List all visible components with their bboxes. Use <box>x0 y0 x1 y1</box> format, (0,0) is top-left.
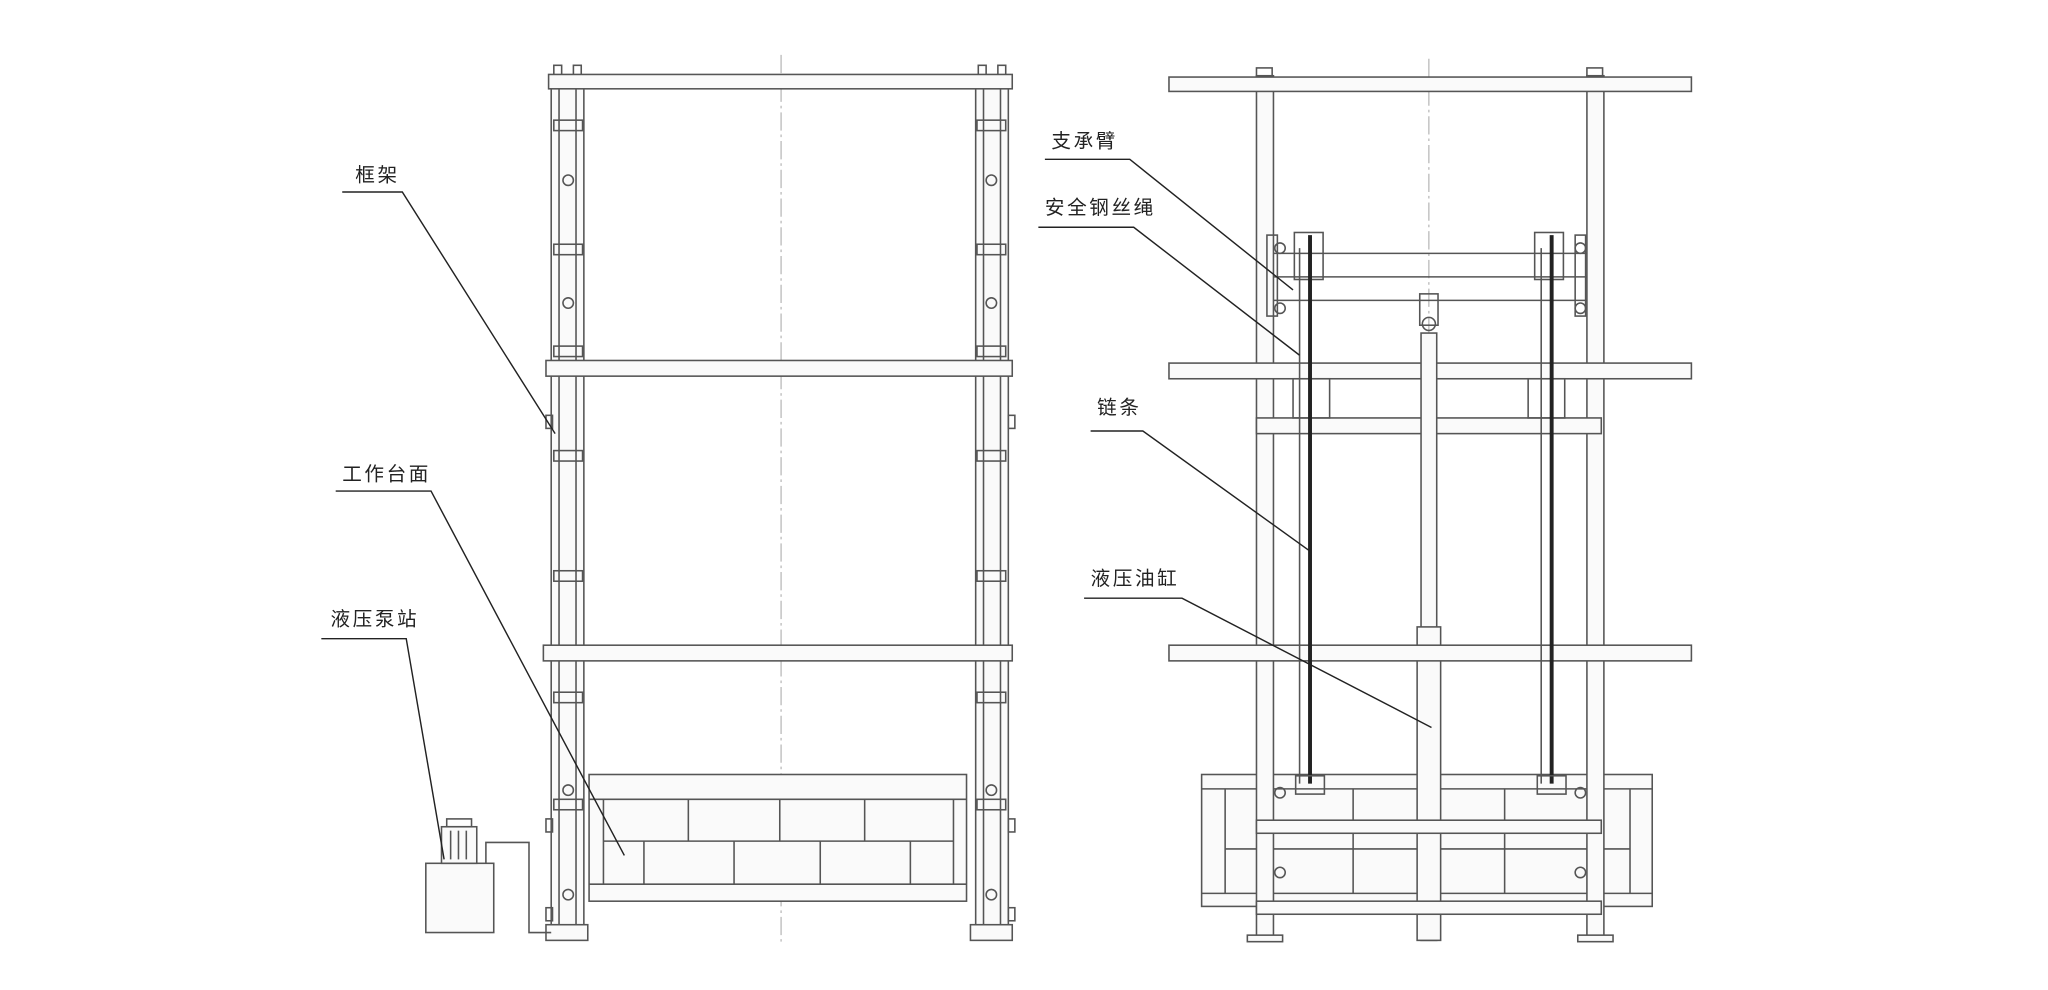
post <box>1255 74 1275 939</box>
right-view: 支承臂 安全钢丝绳 链条 液压油缸 <box>1038 58 1693 943</box>
label-hydraulic-pump-station: 液压泵站 <box>330 608 419 631</box>
leader-line <box>1084 597 1432 729</box>
post <box>1586 74 1605 939</box>
right-post <box>969 64 1016 942</box>
hydraulic-pump-station <box>425 818 552 934</box>
label-frame: 框架 <box>355 164 399 187</box>
top-beam <box>547 73 1014 90</box>
crossbar <box>542 644 1014 662</box>
label-safety-wire-rope: 安全钢丝绳 <box>1045 196 1156 219</box>
label-hydraulic-cylinder: 液压油缸 <box>1091 567 1180 590</box>
label-chain: 链条 <box>1097 396 1141 419</box>
leader-line <box>1044 158 1294 291</box>
crossbar <box>1168 644 1693 662</box>
left-view: 框架 工作台面 液压泵站 <box>321 54 1016 943</box>
work-platform <box>588 773 968 902</box>
chain <box>1308 235 1554 784</box>
label-support-arm: 支承臂 <box>1051 130 1118 153</box>
leader-line <box>1038 226 1301 356</box>
label-work-platform: 工作台面 <box>342 463 431 486</box>
crossbar <box>545 359 1014 377</box>
support-arm <box>1266 231 1587 317</box>
left-post <box>545 64 589 942</box>
hydraulic-cylinder <box>1416 293 1442 942</box>
safety-wire-rope <box>1298 248 1542 784</box>
crossbar <box>1255 900 1603 916</box>
leader-line <box>321 637 445 860</box>
leader-line <box>335 490 625 856</box>
leader-line <box>342 191 556 434</box>
top-beam <box>1168 76 1693 93</box>
crossbar <box>1255 819 1603 835</box>
leader-line <box>1090 430 1311 552</box>
hydraulic-pipe <box>485 841 552 934</box>
